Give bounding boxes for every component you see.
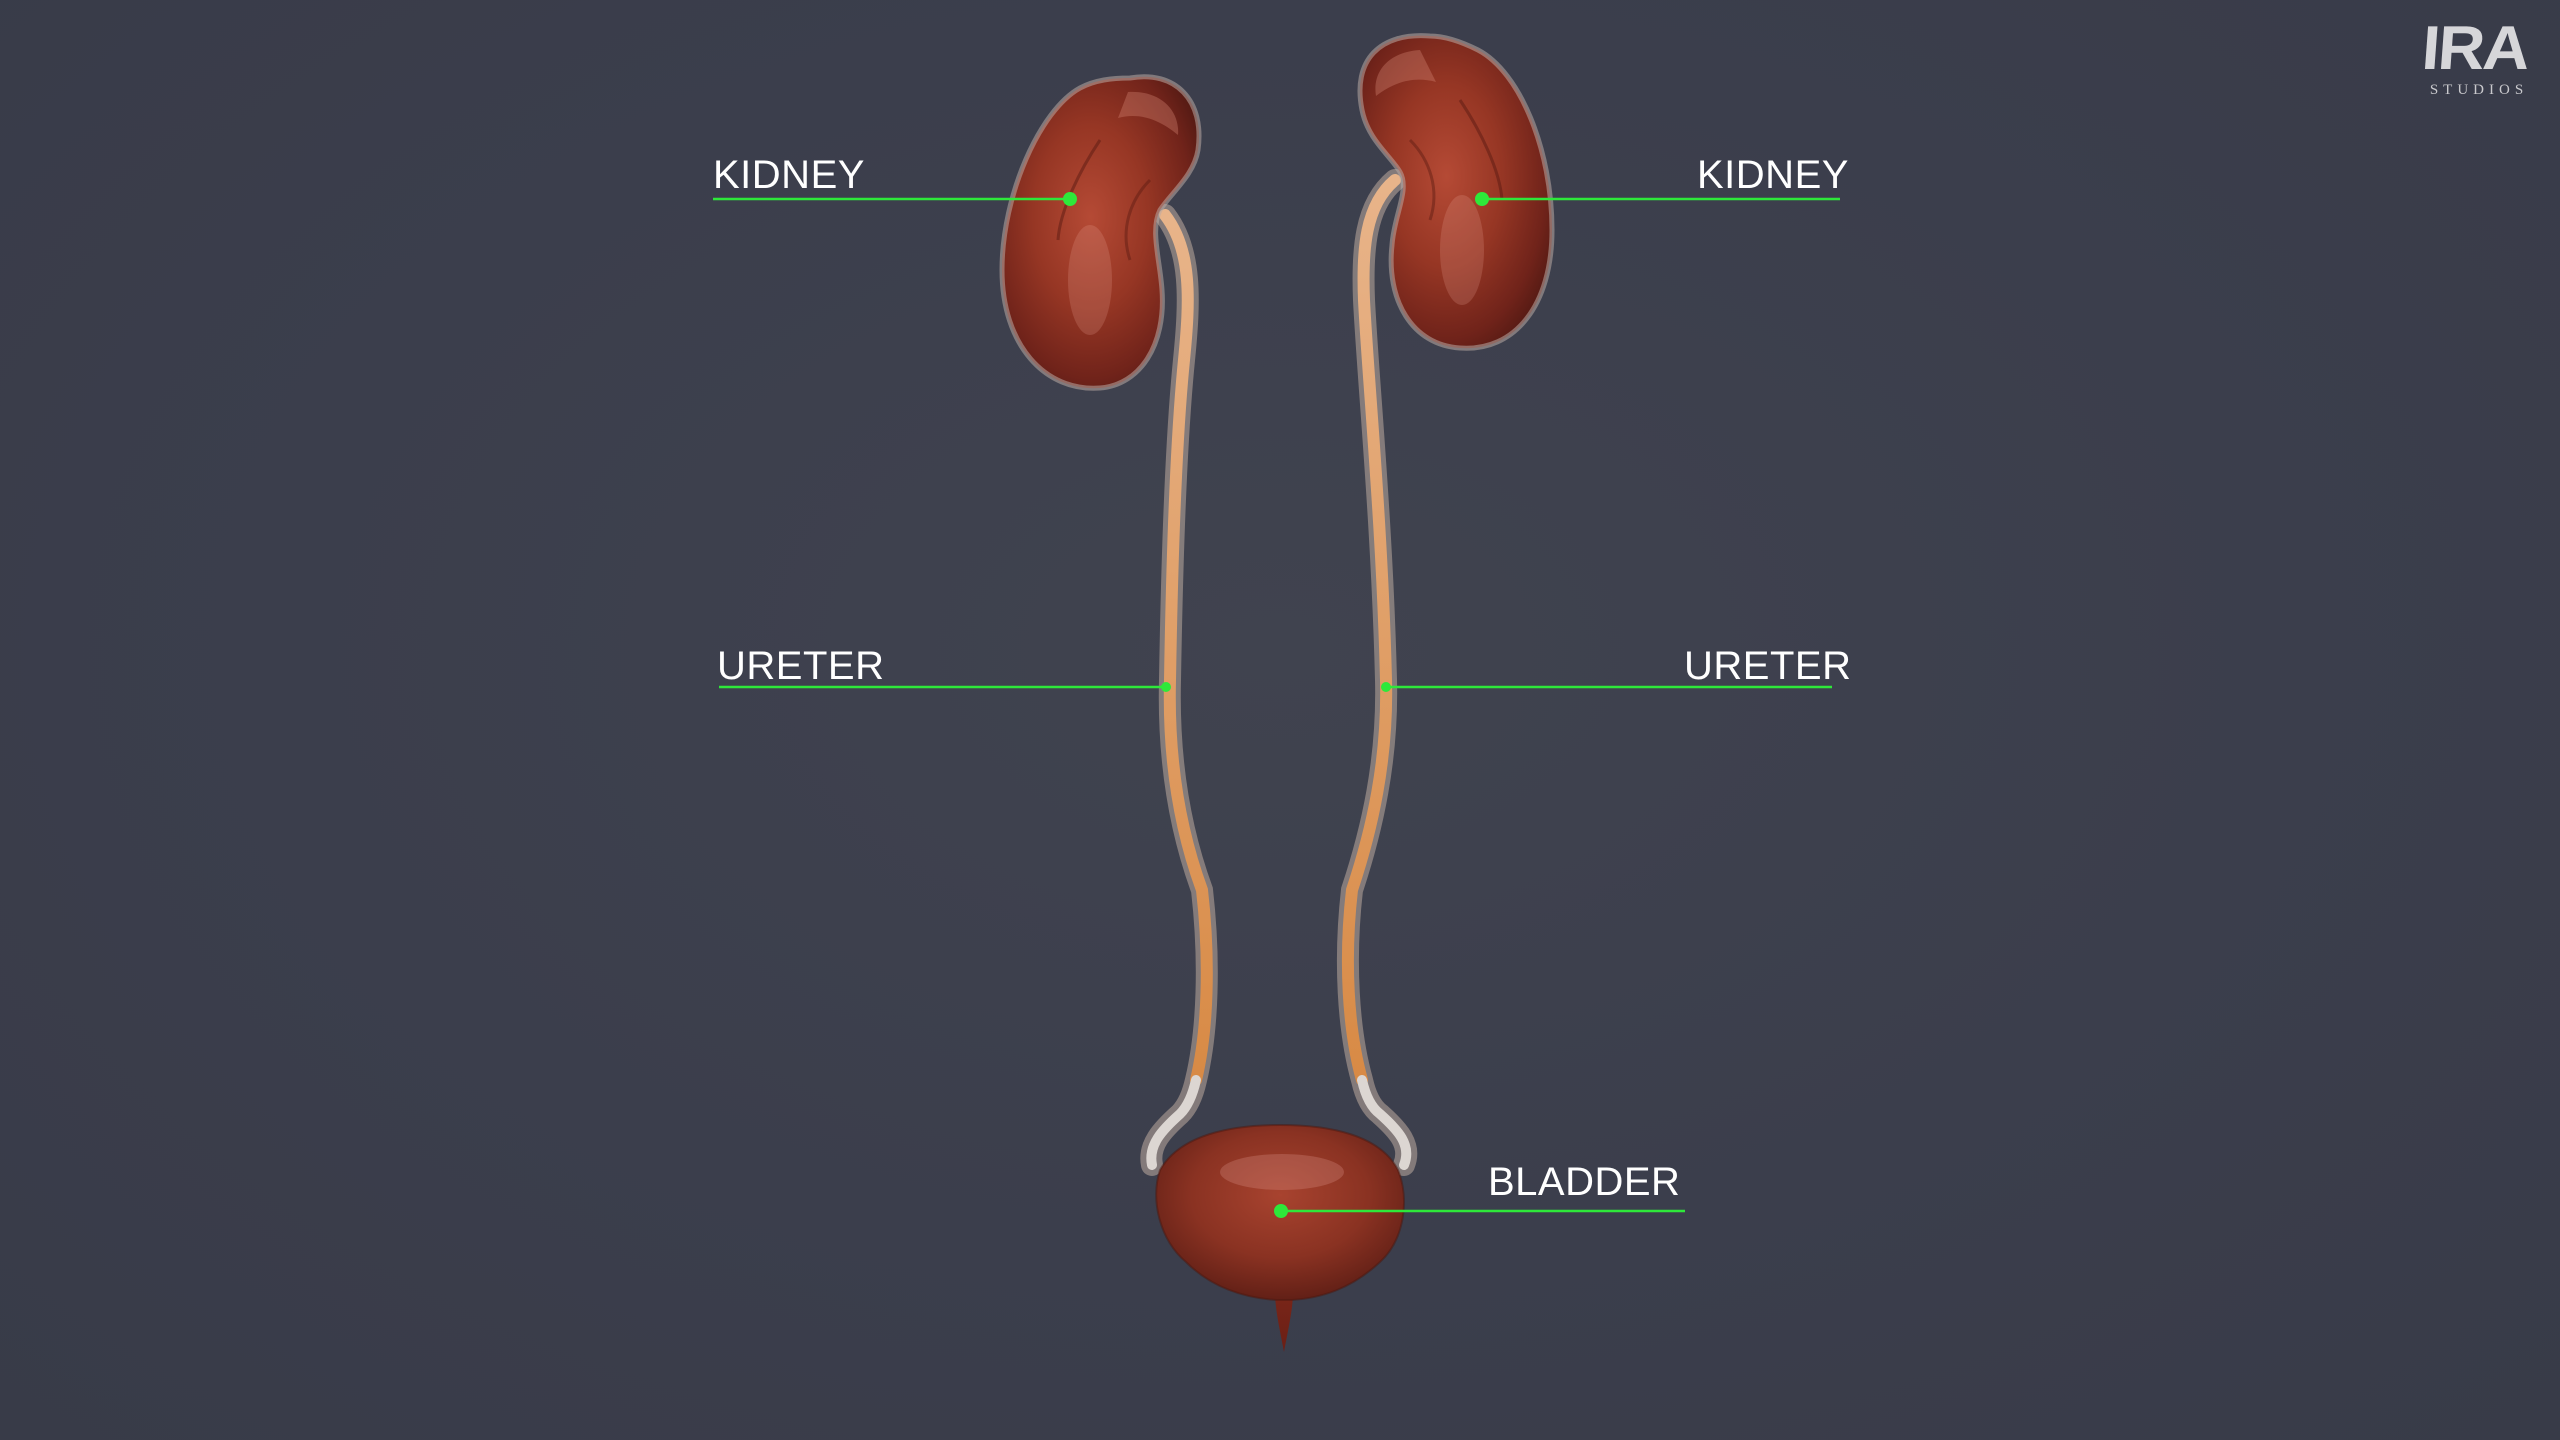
left-kidney xyxy=(999,74,1202,391)
right-ureter xyxy=(1336,169,1418,1176)
pointer-dot-kidney-right xyxy=(1475,192,1489,206)
pointer-dot-bladder xyxy=(1274,1204,1288,1218)
left-ureter xyxy=(1140,204,1218,1176)
label-kidney-right: KIDNEY xyxy=(1697,153,1849,197)
logo-wordmark: IRA xyxy=(2419,14,2531,83)
ira-studios-logo: IRA STUDIOS xyxy=(2410,14,2540,104)
label-ureter-left: URETER xyxy=(717,644,885,688)
logo-subtitle: STUDIOS xyxy=(2429,82,2529,98)
pointer-dot-ureter-left xyxy=(1161,682,1171,692)
label-bladder: BLADDER xyxy=(1488,1160,1681,1204)
leader-lines xyxy=(713,192,1840,1218)
right-kidney xyxy=(1357,33,1555,351)
pointer-dot-kidney-left xyxy=(1063,192,1077,206)
pointer-dot-ureter-right xyxy=(1381,682,1391,692)
bladder-organ xyxy=(1155,1123,1405,1352)
label-ureter-right: URETER xyxy=(1684,644,1852,688)
label-kidney-left: KIDNEY xyxy=(713,153,865,197)
